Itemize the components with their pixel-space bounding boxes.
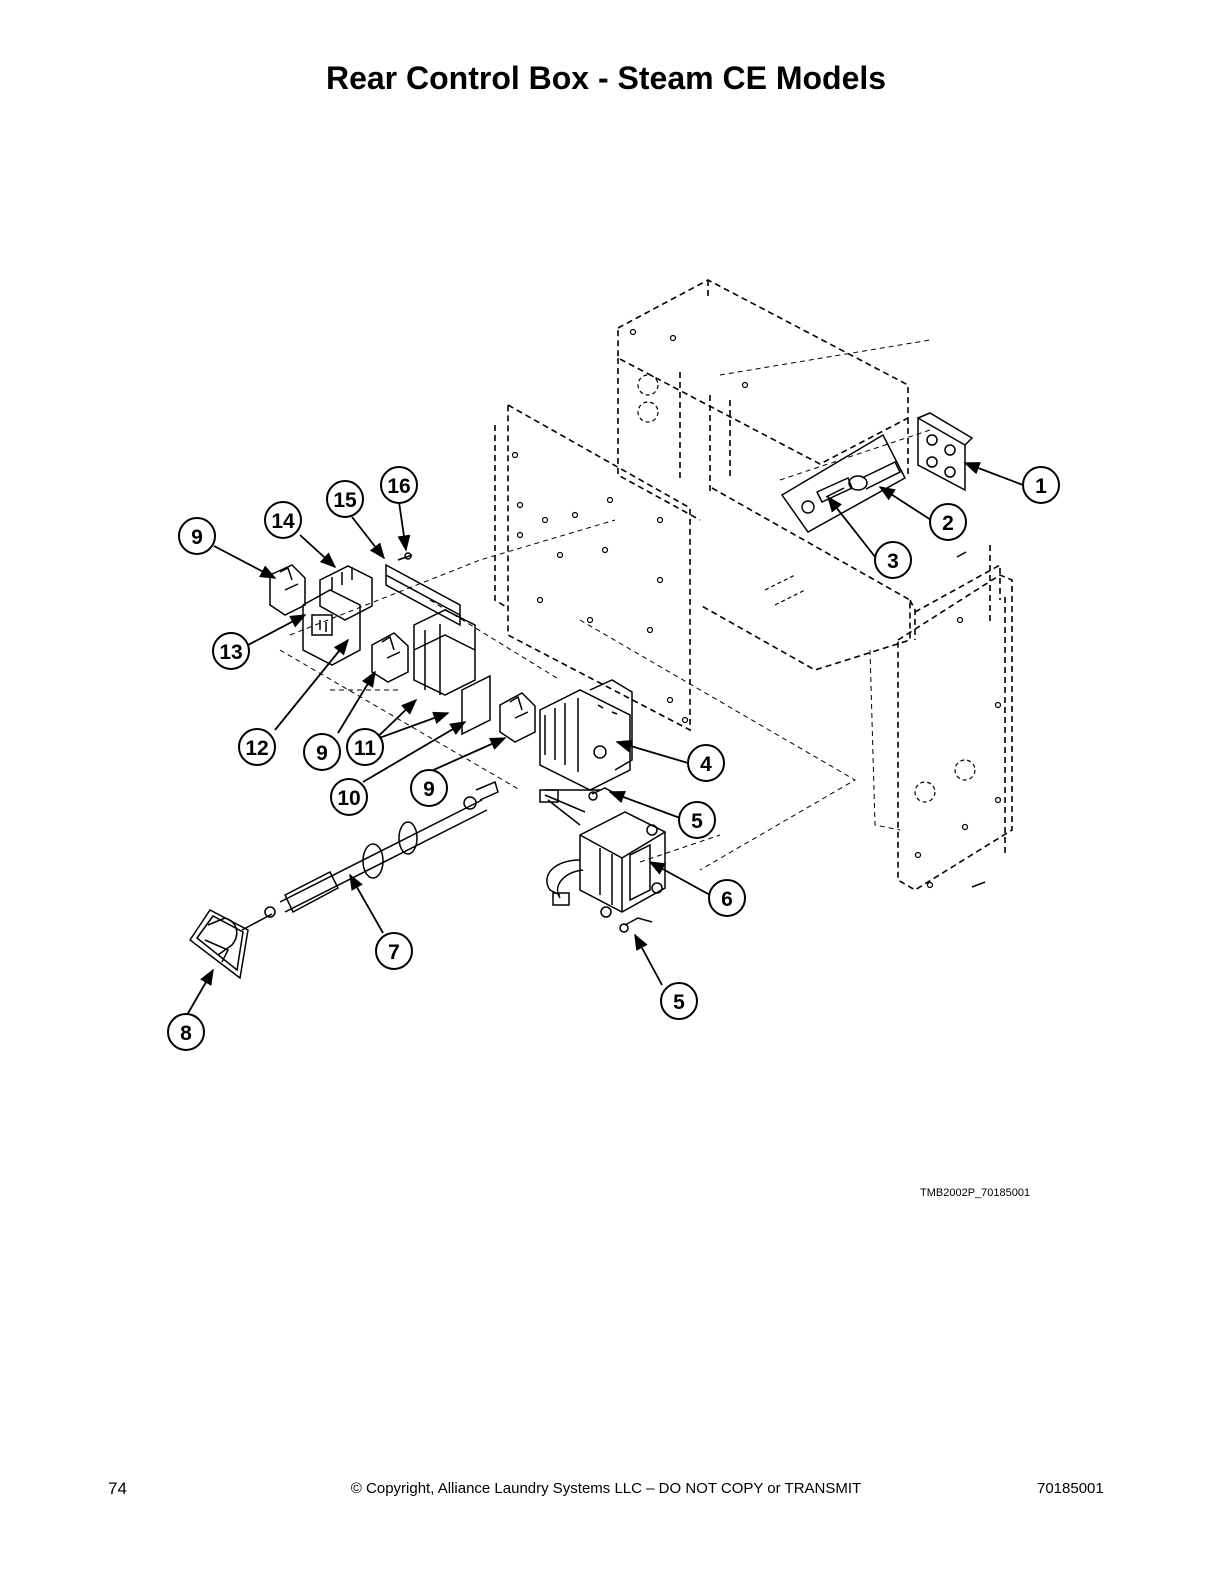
- auxiliary-contact-part: [413, 609, 491, 736]
- document-number: 70185001: [1037, 1480, 1104, 1497]
- svg-text:5: 5: [691, 810, 703, 833]
- svg-text:2: 2: [942, 512, 954, 535]
- fuse-holder-kit-part: [780, 433, 906, 533]
- page-title: Rear Control Box - Steam CE Models: [325, 60, 887, 96]
- contactor-part: [539, 679, 633, 791]
- transformer-part: [539, 789, 666, 918]
- disconnect-shaft-part: [279, 780, 499, 914]
- callout-4: 4: [687, 744, 725, 782]
- callout-15: 15: [326, 480, 364, 518]
- svg-text:11: 11: [354, 737, 377, 760]
- svg-text:1: 1: [1035, 475, 1047, 498]
- svg-text:5: 5: [673, 991, 685, 1014]
- svg-text:15: 15: [333, 489, 357, 512]
- rotary-handle-part: [188, 906, 276, 980]
- terminal-block-part: [269, 564, 536, 743]
- page-number: 74: [108, 1479, 127, 1498]
- callout-8: 8: [167, 1013, 205, 1051]
- bracket-plate-part: [917, 412, 974, 492]
- svg-text:9: 9: [423, 778, 435, 801]
- leader-lines: [186, 462, 1024, 1016]
- screw-part: [588, 551, 986, 933]
- callout-5-lower: 5: [660, 982, 698, 1020]
- callout-9-top: 9: [178, 517, 216, 555]
- callout-2: 2: [929, 503, 967, 541]
- relay-part: [302, 565, 373, 666]
- svg-text:16: 16: [387, 475, 410, 498]
- callout-7: 7: [375, 932, 413, 970]
- callout-9-bottom: 9: [410, 769, 448, 807]
- svg-text:6: 6: [721, 888, 733, 911]
- callout-14: 14: [264, 501, 302, 539]
- callout-13: 13: [212, 632, 250, 670]
- copyright-notice: © Copyright, Alliance Laundry Systems LL…: [350, 1480, 862, 1497]
- svg-text:9: 9: [191, 526, 203, 549]
- callout-9-middle: 9: [303, 733, 341, 771]
- svg-text:4: 4: [700, 753, 712, 776]
- callout-12: 12: [238, 728, 276, 766]
- control-box-housing: [494, 279, 1013, 891]
- callout-16: 16: [380, 466, 418, 504]
- svg-text:8: 8: [180, 1022, 192, 1045]
- svg-text:9: 9: [316, 742, 328, 765]
- callout-3: 3: [874, 541, 912, 579]
- svg-text:10: 10: [337, 787, 360, 810]
- svg-text:3: 3: [887, 550, 899, 573]
- svg-text:14: 14: [271, 510, 295, 533]
- panel-holes: [511, 328, 1002, 889]
- callout-11: 11: [346, 728, 384, 766]
- callout-10: 10: [330, 778, 368, 816]
- callout-5-upper: 5: [678, 801, 716, 839]
- callout-6: 6: [708, 879, 746, 917]
- svg-text:12: 12: [245, 737, 268, 760]
- din-rail-part: [385, 552, 461, 627]
- svg-text:13: 13: [219, 641, 242, 664]
- callout-1: 1: [1022, 466, 1060, 504]
- assembly-guide-lines: [279, 339, 931, 871]
- svg-text:7: 7: [388, 941, 400, 964]
- figure-code: TMB2002P_70185001: [920, 1187, 1031, 1199]
